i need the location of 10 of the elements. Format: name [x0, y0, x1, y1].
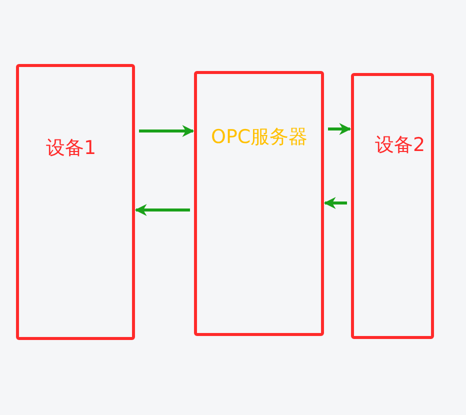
node-label: 设备1 — [46, 136, 96, 161]
node-label: 设备2 — [375, 133, 426, 158]
arrow — [139, 125, 194, 137]
device-box — [351, 73, 434, 339]
arrow — [134, 204, 190, 216]
node-label: OPC服务器 — [211, 125, 308, 150]
arrow — [324, 197, 347, 209]
device-box — [194, 71, 324, 336]
arrow — [328, 123, 352, 135]
device-box — [16, 64, 135, 340]
